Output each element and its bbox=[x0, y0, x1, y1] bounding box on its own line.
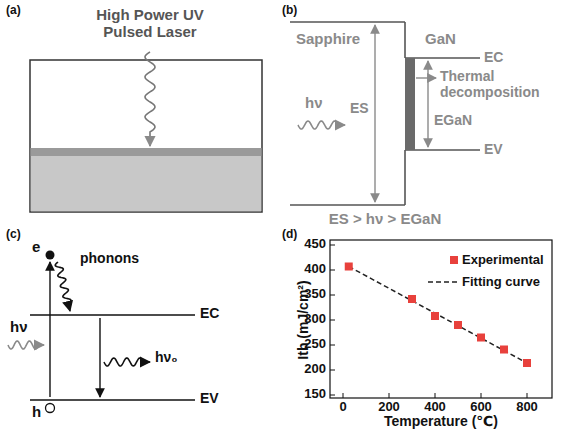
tick-label: 0 bbox=[339, 400, 346, 415]
tick-label: 600 bbox=[470, 400, 492, 415]
tick-label: 800 bbox=[516, 400, 538, 415]
legend-swatch bbox=[450, 256, 458, 264]
sapphire-valence-band bbox=[290, 204, 405, 206]
laser-beam bbox=[145, 52, 155, 146]
material-label: Sapphire bbox=[296, 30, 360, 47]
data-point bbox=[500, 346, 508, 354]
panel-letter: (c) bbox=[6, 228, 21, 242]
carrier-label: e bbox=[32, 238, 40, 255]
tick-label: 200 bbox=[304, 362, 326, 377]
tick-mark bbox=[481, 393, 482, 398]
panel-letter: (b) bbox=[282, 4, 297, 18]
gap-label: EGaN bbox=[434, 112, 472, 128]
photon-label: hν bbox=[10, 318, 28, 335]
axis-title: Temperature (℃) bbox=[384, 413, 498, 429]
tick-label: 450 bbox=[304, 237, 326, 252]
carrier-label: h bbox=[32, 403, 41, 420]
tick-mark bbox=[527, 393, 528, 398]
legend-line bbox=[428, 281, 458, 283]
tick-mark bbox=[435, 393, 436, 398]
band-label: EC bbox=[484, 49, 503, 65]
recombination-arrow bbox=[99, 318, 100, 397]
photon-label: hν₀ bbox=[155, 349, 178, 365]
tick-label: 350 bbox=[304, 287, 326, 302]
tick-mark bbox=[330, 245, 335, 246]
tick-mark bbox=[343, 393, 344, 398]
data-point bbox=[408, 295, 416, 303]
conduction-band bbox=[30, 314, 195, 316]
tick-label: 400 bbox=[304, 262, 326, 277]
excitation-arrow bbox=[49, 262, 50, 397]
tick-mark bbox=[330, 295, 335, 296]
gan-valence-band bbox=[405, 149, 480, 151]
laser-label: High Power UV Pulsed Laser bbox=[70, 6, 230, 41]
data-point bbox=[431, 312, 439, 320]
tick-label: 300 bbox=[304, 312, 326, 327]
band-label: EC bbox=[200, 305, 219, 321]
tick-mark bbox=[330, 395, 335, 396]
tick-label: 250 bbox=[304, 337, 326, 352]
interface-layer bbox=[31, 148, 262, 156]
band-offset bbox=[404, 22, 406, 58]
gan-layer bbox=[31, 148, 262, 211]
panel-letter: (a) bbox=[6, 4, 21, 18]
sapphire-conduction-band bbox=[290, 21, 405, 23]
sample-box bbox=[30, 60, 262, 212]
legend-item: Experimental bbox=[450, 252, 544, 267]
emission-arrow bbox=[104, 358, 150, 366]
data-point bbox=[454, 321, 462, 329]
data-point bbox=[523, 359, 531, 367]
legend-text: Fitting curve bbox=[462, 274, 540, 289]
tick-label: 200 bbox=[378, 400, 400, 415]
gap-arrow bbox=[427, 61, 428, 147]
legend-text: Experimental bbox=[462, 252, 544, 267]
material-label: GaN bbox=[425, 30, 456, 47]
process-label: phonons bbox=[80, 250, 139, 266]
absorption-region bbox=[405, 58, 415, 150]
legend-item: Fitting curve bbox=[428, 274, 540, 289]
electron-dot bbox=[46, 251, 55, 260]
tick-mark bbox=[389, 393, 390, 398]
process-label: Thermal decomposition bbox=[440, 68, 555, 100]
condition-label: ES > hν > EGaN bbox=[329, 210, 442, 227]
photon-label: hν bbox=[305, 94, 323, 111]
plot-frame bbox=[330, 240, 552, 398]
band-offset bbox=[404, 150, 406, 205]
tick-mark bbox=[330, 370, 335, 371]
band-label: EV bbox=[200, 390, 219, 406]
data-point bbox=[345, 263, 353, 271]
tick-mark bbox=[330, 270, 335, 271]
legend-line-sample bbox=[428, 277, 458, 287]
gan-conduction-band bbox=[405, 57, 480, 59]
phonon-arrow bbox=[55, 262, 71, 311]
photon-arrow bbox=[298, 121, 345, 129]
gap-label: ES bbox=[350, 100, 369, 116]
tick-mark bbox=[330, 320, 335, 321]
gap-arrow bbox=[374, 25, 375, 202]
photon-arrow bbox=[8, 341, 44, 349]
tick-label: 150 bbox=[304, 387, 326, 402]
pointer-arrow bbox=[416, 77, 436, 78]
tick-mark bbox=[330, 345, 335, 346]
hole-dot bbox=[46, 404, 55, 413]
data-point bbox=[477, 334, 485, 342]
panel-letter: (d) bbox=[282, 228, 297, 242]
tick-label: 400 bbox=[424, 400, 446, 415]
band-label: EV bbox=[484, 141, 503, 157]
valence-band bbox=[30, 399, 195, 401]
